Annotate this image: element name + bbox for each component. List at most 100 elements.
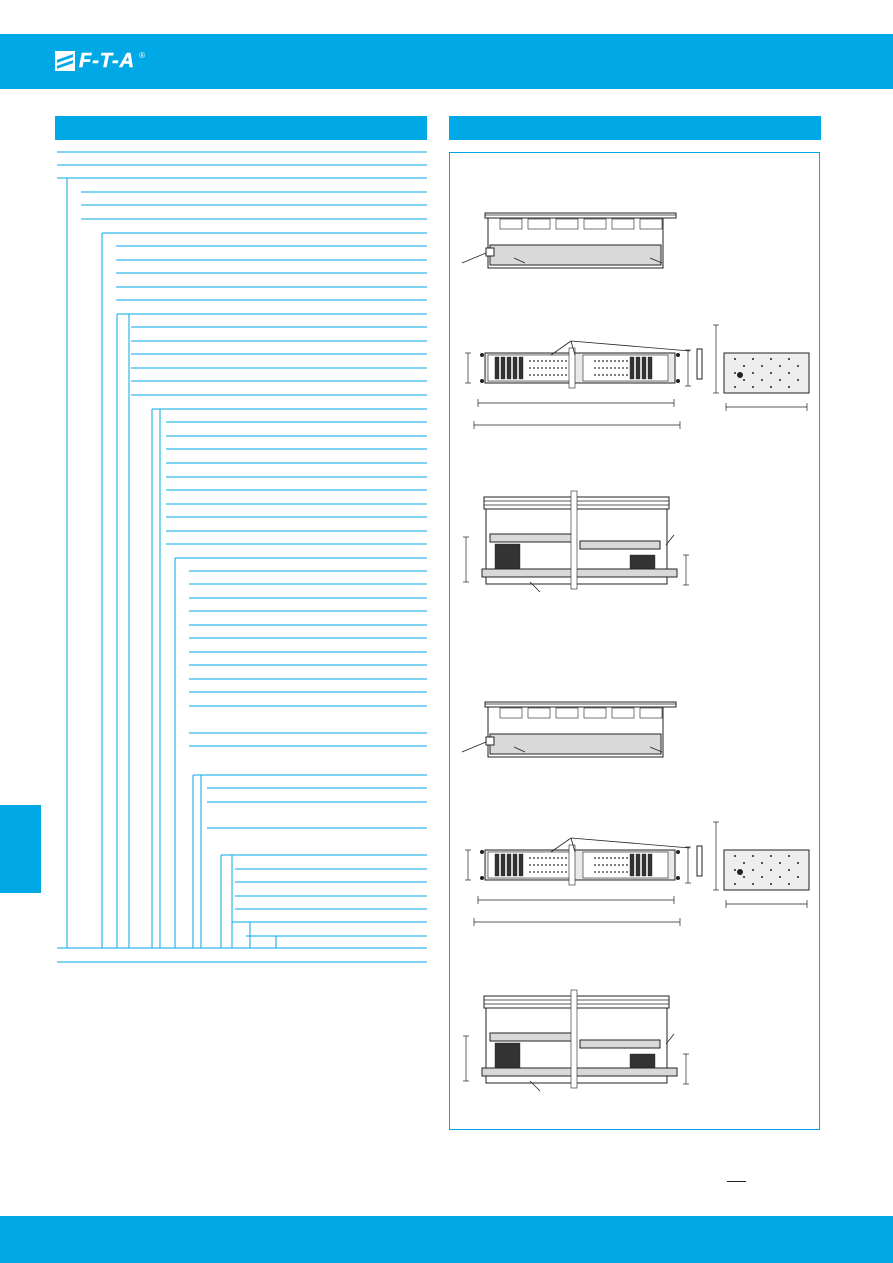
drawing-hole: [626, 367, 628, 369]
drawing-outline: [489, 244, 662, 266]
drawing-hole: [626, 857, 628, 859]
drawing-outline: [641, 356, 647, 380]
drawing-outline: [582, 354, 669, 382]
drawing-hole: [618, 360, 620, 362]
drawing-hole: [565, 367, 567, 369]
drawing-hole: [537, 871, 539, 873]
drawing-hole: [734, 372, 736, 374]
drawing-hole: [734, 883, 736, 885]
drawing-hole: [545, 360, 547, 362]
drawing-hole: [676, 850, 680, 854]
drawing-hole: [622, 857, 624, 859]
drawing-outline: [568, 347, 576, 389]
drawing-hole: [734, 386, 736, 388]
drawing-outline: [582, 851, 669, 879]
drawing-hole: [622, 374, 624, 376]
drawing-hole: [594, 857, 596, 859]
drawing-hole: [529, 871, 531, 873]
drawing-hole: [626, 871, 628, 873]
drawing-hole: [734, 358, 736, 360]
drawing-hole: [598, 871, 600, 873]
drawing-hole: [622, 360, 624, 362]
drawing-outline: [506, 853, 512, 877]
drawing-hole: [565, 360, 567, 362]
drawing-hole: [533, 871, 535, 873]
drawing-hole: [752, 372, 754, 374]
drawing-hole: [598, 360, 600, 362]
drawing-outline: [512, 853, 518, 877]
drawing-hole: [549, 360, 551, 362]
drawing-hole: [602, 864, 604, 866]
drawing-hole: [480, 353, 484, 357]
drawing-hole: [533, 374, 535, 376]
drawing-hole: [622, 871, 624, 873]
drawing-outline: [481, 1067, 678, 1077]
drawing-outline: [499, 707, 523, 719]
drawing-hole: [602, 360, 604, 362]
drawing-hole: [561, 857, 563, 859]
drawing-hole: [761, 379, 763, 381]
drawing-outline: [696, 845, 703, 877]
drawing-hole: [618, 374, 620, 376]
drawing-hole: [788, 855, 790, 857]
drawing-hole: [549, 367, 551, 369]
side-tab: [0, 805, 41, 893]
drawing-hole: [606, 374, 608, 376]
drawing-hole: [553, 374, 555, 376]
drawing-hole: [557, 857, 559, 859]
drawing-hole: [541, 360, 543, 362]
drawing-hole: [602, 871, 604, 873]
drawing-outline: [527, 218, 551, 230]
drawing-outline: [489, 533, 576, 543]
drawing-hole: [676, 379, 680, 383]
drawing-hole: [561, 367, 563, 369]
drawing-hole: [553, 360, 555, 362]
drawing-hole: [557, 864, 559, 866]
drawing-hole: [545, 857, 547, 859]
drawing-hole: [557, 871, 559, 873]
drawing-hole: [529, 360, 531, 362]
drawing-hole: [797, 862, 799, 864]
drawing-hole: [797, 379, 799, 381]
drawing-hole: [752, 883, 754, 885]
drawing-hole: [529, 374, 531, 376]
drawing-line: [513, 746, 526, 753]
drawing-hole: [676, 876, 680, 880]
drawing-line: [570, 837, 691, 849]
drawing-hole: [598, 857, 600, 859]
drawing-hole: [480, 876, 484, 880]
drawing-hole: [553, 864, 555, 866]
drawing-hole: [561, 871, 563, 873]
drawing-hole: [734, 869, 736, 871]
drawing-hole: [614, 864, 616, 866]
drawing-hole: [557, 367, 559, 369]
drawing-outline: [723, 849, 810, 891]
drawing-outline: [494, 853, 500, 877]
drawing-hole: [606, 367, 608, 369]
drawing-hole: [610, 871, 612, 873]
drawing-outline: [635, 356, 641, 380]
drawing-hole: [598, 367, 600, 369]
drawing-hole: [537, 367, 539, 369]
drawing-outline: [485, 736, 495, 746]
drawing-hole: [541, 864, 543, 866]
drawing-outline: [527, 707, 551, 719]
drawing-line: [461, 741, 487, 753]
drawing-hole: [797, 876, 799, 878]
drawing-outline: [583, 218, 607, 230]
drawing-hole: [537, 360, 539, 362]
drawing-hole: [743, 876, 745, 878]
drawing-hole: [788, 869, 790, 871]
drawing-hole: [614, 871, 616, 873]
drawing-hole: [561, 864, 563, 866]
drawing-outline: [568, 844, 576, 886]
drawing-outline: [506, 356, 512, 380]
drawing-hole: [606, 360, 608, 362]
drawing-outline: [570, 989, 578, 1089]
drawing-hole: [529, 367, 531, 369]
drawing-hole: [533, 864, 535, 866]
drawing-outline: [481, 568, 678, 578]
drawing-hole: [610, 360, 612, 362]
drawing-hole: [770, 855, 772, 857]
